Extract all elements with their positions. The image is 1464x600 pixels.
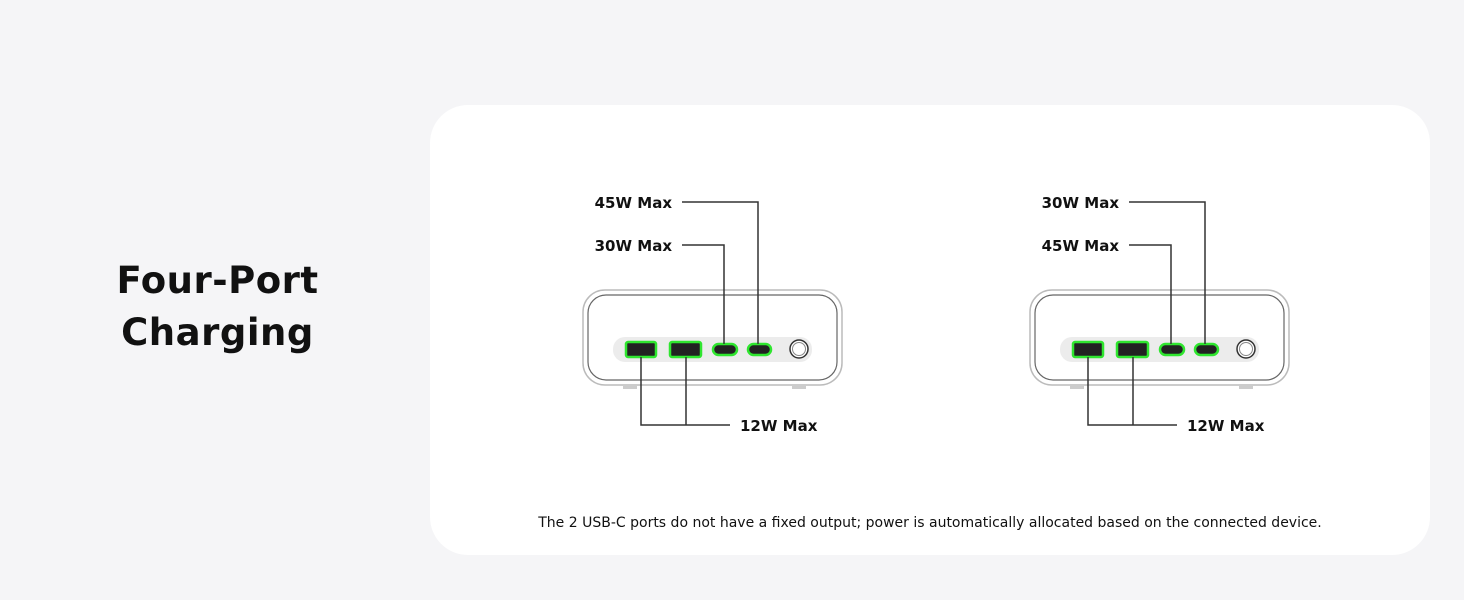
label-usb-c-1: 45W Max <box>1042 237 1120 255</box>
power-bank-illustration <box>1029 289 1290 389</box>
power-bank-illustration <box>582 289 843 389</box>
callout-lines <box>1087 201 1206 426</box>
usb-a-port-2 <box>668 340 703 359</box>
label-usb-a: 12W Max <box>740 417 818 435</box>
section-title: Four-Port Charging <box>100 255 335 359</box>
usb-a-port-1 <box>624 340 658 359</box>
usb-c-port-2 <box>746 342 773 357</box>
footnote: The 2 USB-C ports do not have a fixed ou… <box>538 515 1322 531</box>
title-line-2: Charging <box>121 311 314 354</box>
title-line-1: Four-Port <box>116 259 319 302</box>
label-usb-c-2: 45W Max <box>595 194 673 212</box>
usb-c-port-1 <box>711 342 739 357</box>
usb-a-port-2 <box>1115 340 1150 359</box>
port-diagram-2: 30W Max 45W Max 12W Max <box>1007 180 1307 450</box>
usb-c-port-2 <box>1193 342 1220 357</box>
label-usb-c-1: 30W Max <box>595 237 673 255</box>
label-usb-a: 12W Max <box>1187 417 1265 435</box>
usb-c-port-1 <box>1158 342 1186 357</box>
label-usb-c-2: 30W Max <box>1042 194 1120 212</box>
usb-a-port-1 <box>1071 340 1105 359</box>
port-diagram-1: 45W Max 30W Max 12W Max <box>560 180 860 450</box>
callout-lines <box>640 201 759 426</box>
